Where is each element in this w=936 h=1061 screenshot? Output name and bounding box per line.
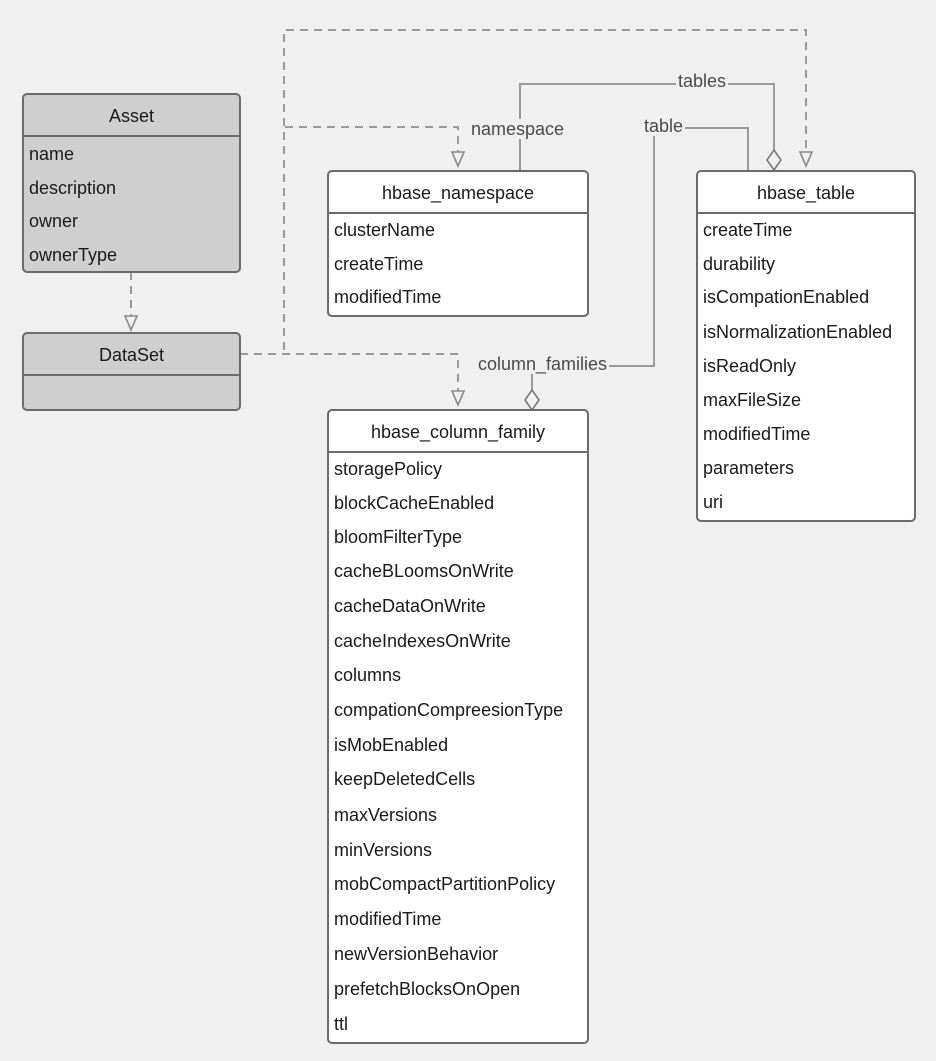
inheritance-arrow-icon [450,151,466,169]
attribute: maxVersions [334,805,438,825]
attribute: isNormalizationEnabled [703,322,893,342]
attribute: minVersions [334,840,433,860]
attribute: modifiedTime [334,909,442,929]
attribute: createTime [334,254,424,274]
inheritance-arrow-icon [798,151,814,169]
attribute: owner [29,211,79,231]
attribute: cacheIndexesOnWrite [334,631,511,651]
attribute: blockCacheEnabled [334,493,495,513]
edge-label-table: table [642,116,686,136]
attribute: uri [703,492,724,512]
attribute: parameters [703,458,795,478]
attribute: compationCompreesionType [334,700,564,720]
attribute: isCompationEnabled [703,287,870,307]
entity-title: DataSet [24,334,239,376]
attribute: mobCompactPartitionPolicy [334,874,556,894]
inheritance-arrow-icon [123,315,139,333]
attribute: clusterName [334,220,436,240]
entity-title: hbase_namespace [329,172,587,214]
edge-dataset-table [283,29,807,350]
attribute: createTime [703,220,793,240]
aggregation-diamond-icon [524,388,540,412]
edge-label-column-families: column_families [476,354,610,374]
attribute: ttl [334,1014,349,1034]
entity-title: hbase_table [698,172,914,214]
attribute: description [29,178,117,198]
attribute: prefetchBlocksOnOpen [334,979,521,999]
attribute: maxFileSize [703,390,802,410]
attribute: ownerType [29,245,118,265]
attribute: modifiedTime [703,424,811,444]
attribute: isMobEnabled [334,735,449,755]
entity-hbase-table[interactable]: hbase_table createTime durability isComp… [696,170,916,522]
attribute: columns [334,665,402,685]
inheritance-arrow-icon [450,390,466,408]
entity-hbase-namespace[interactable]: hbase_namespace clusterName createTime m… [327,170,589,317]
attribute: cacheDataOnWrite [334,596,486,616]
edge-dataset-column-family [240,353,459,391]
attribute: modifiedTime [334,287,442,307]
entity-title: Asset [24,95,239,137]
edge-label-tables: tables [676,71,729,91]
entity-asset[interactable]: Asset name description owner ownerType [22,93,241,273]
aggregation-diamond-icon [766,148,782,172]
edge-label-namespace: namespace [469,119,567,139]
attribute: cacheBLoomsOnWrite [334,561,514,581]
attribute: newVersionBehavior [334,944,499,964]
attribute: durability [703,254,776,274]
attribute: storagePolicy [334,459,443,479]
attribute: bloomFilterType [334,527,463,547]
attribute: keepDeletedCells [334,769,476,789]
attribute: isReadOnly [703,356,797,376]
attribute: name [29,144,75,164]
edge-dataset-namespace [283,126,459,350]
entity-hbase-column-family[interactable]: hbase_column_family storagePolicy blockC… [327,409,589,1044]
entity-dataset[interactable]: DataSet [22,332,241,411]
entity-title: hbase_column_family [329,411,587,453]
